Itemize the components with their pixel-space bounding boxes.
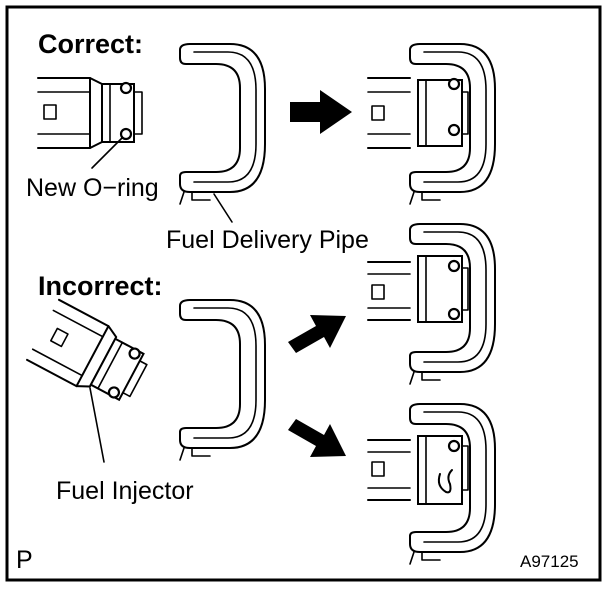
corner-mark: P <box>16 546 33 574</box>
fuel-delivery-pipe-incorrect <box>179 299 266 461</box>
correct-heading: Correct: <box>38 29 143 59</box>
o-ring-leader-line <box>91 137 123 169</box>
fuel-injector-label: Fuel Injector <box>56 477 194 505</box>
o-ring-bottom <box>119 127 133 141</box>
o-ring-top <box>119 81 133 95</box>
delivery-pipe-leader-line <box>213 193 233 223</box>
arrow-right <box>290 90 352 134</box>
assembly-incorrect-1 <box>367 223 496 385</box>
fuel-delivery-pipe-label: Fuel Delivery Pipe <box>166 226 369 254</box>
new-o-ring-label: New O−ring <box>26 174 159 202</box>
incorrect-heading: Incorrect: <box>38 271 163 301</box>
arrow-up-right <box>288 315 346 353</box>
assembly-correct <box>367 43 496 205</box>
fuel-injector-correct <box>37 77 143 149</box>
fuel-injector-incorrect <box>26 298 148 402</box>
fuel-delivery-pipe-correct <box>179 43 266 205</box>
arrow-down-right <box>288 419 346 457</box>
damaged-o-ring <box>437 469 453 494</box>
figure-code: A97125 <box>520 552 579 571</box>
figure-border <box>5 5 602 582</box>
assembly-incorrect-2 <box>367 403 496 565</box>
injector-leader-line <box>89 387 105 463</box>
